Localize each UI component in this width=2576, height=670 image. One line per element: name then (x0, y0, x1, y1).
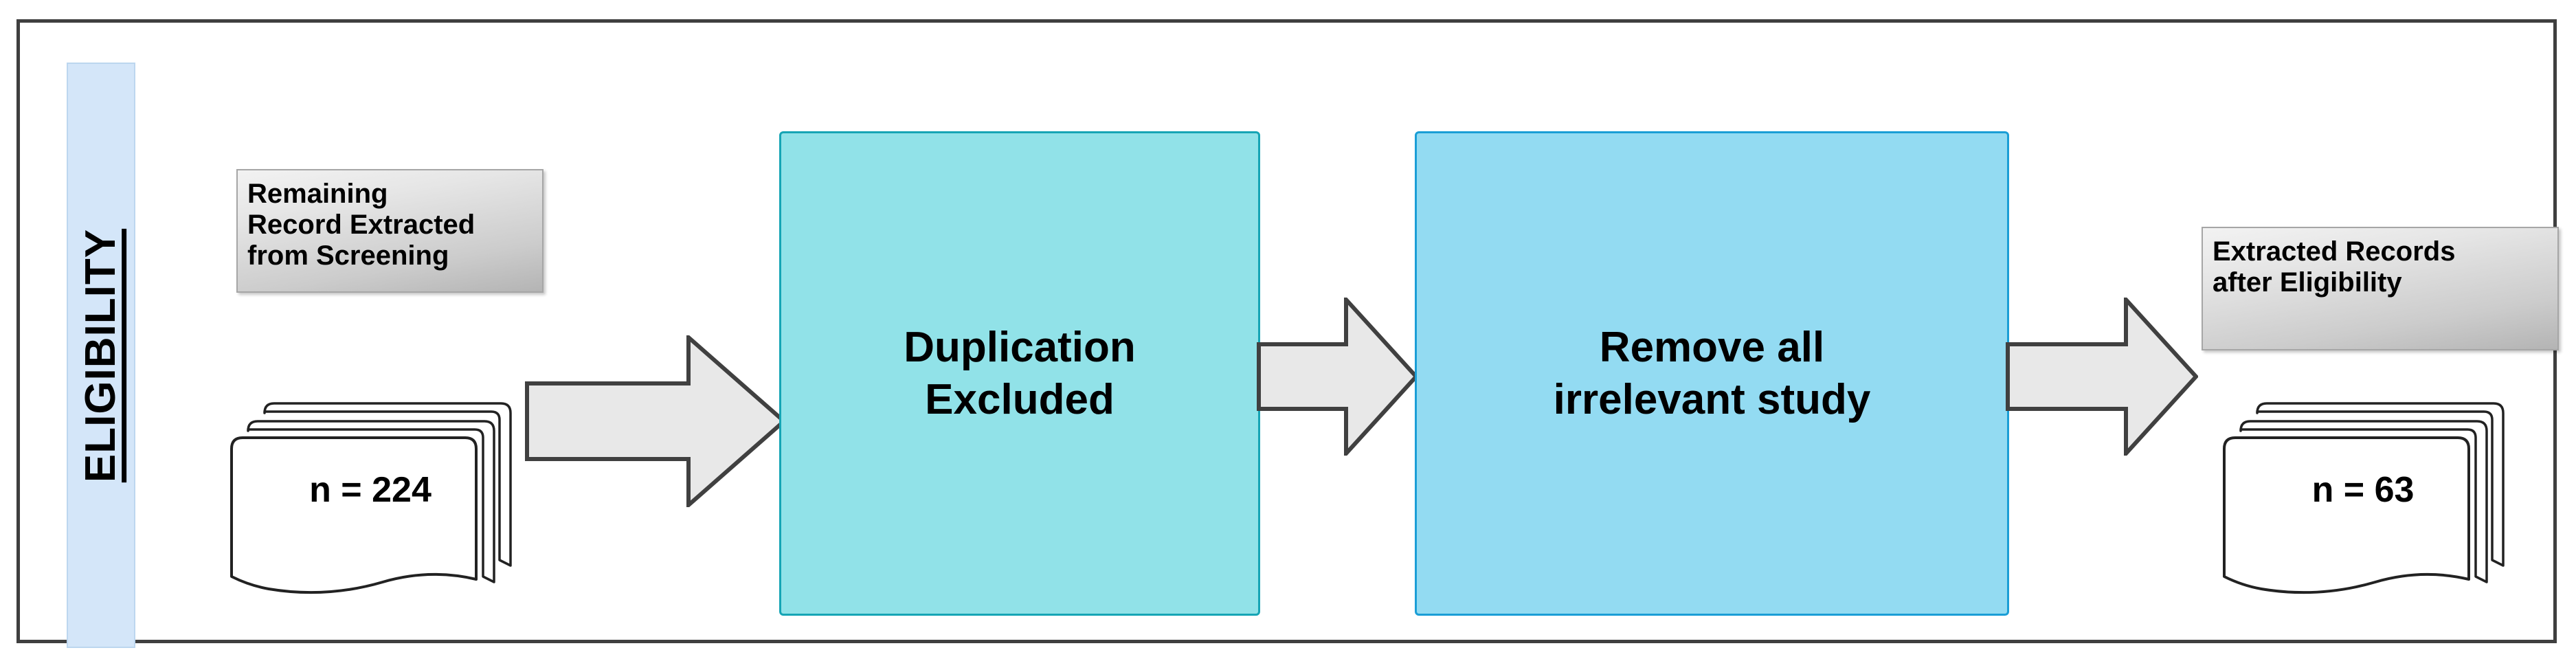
stage-band-label: ELIGIBILITY (77, 228, 125, 482)
arrow-to-duplication (525, 335, 786, 507)
arrow-to-output (2006, 298, 2198, 456)
process-remove-irrelevant-study-label: Remove all irrelevant study (1553, 323, 1871, 423)
caption-remaining-records-text: Remaining Record Extracted from Screenin… (247, 179, 475, 271)
document-stack-input: n = 224 (223, 395, 553, 605)
records-count-output: n = 63 (2311, 470, 2415, 510)
process-duplication-excluded[interactable]: Duplication Excluded (779, 131, 1260, 616)
process-remove-irrelevant-study[interactable]: Remove all irrelevant study (1415, 131, 2009, 616)
document-stack-output: n = 63 (2216, 395, 2546, 605)
right-arrow-icon (525, 335, 786, 507)
document-stack-icon (2223, 402, 2505, 594)
document-stack-icon (230, 402, 512, 594)
right-arrow-icon (2006, 298, 2198, 456)
diagram-frame: ELIGIBILITY Remaining Record Extracted f… (16, 19, 2559, 648)
stage-band-eligibility: ELIGIBILITY (67, 63, 135, 648)
caption-extracted-records-text: Extracted Records after Eligibility (2213, 236, 2456, 298)
right-arrow-icon (1257, 298, 1418, 456)
records-count-input: n = 224 (309, 470, 432, 510)
caption-remaining-records: Remaining Record Extracted from Screenin… (236, 169, 544, 293)
process-duplication-excluded-label: Duplication Excluded (904, 323, 1136, 423)
arrow-to-irrelevant (1257, 298, 1418, 456)
caption-extracted-records: Extracted Records after Eligibility (2202, 227, 2559, 350)
